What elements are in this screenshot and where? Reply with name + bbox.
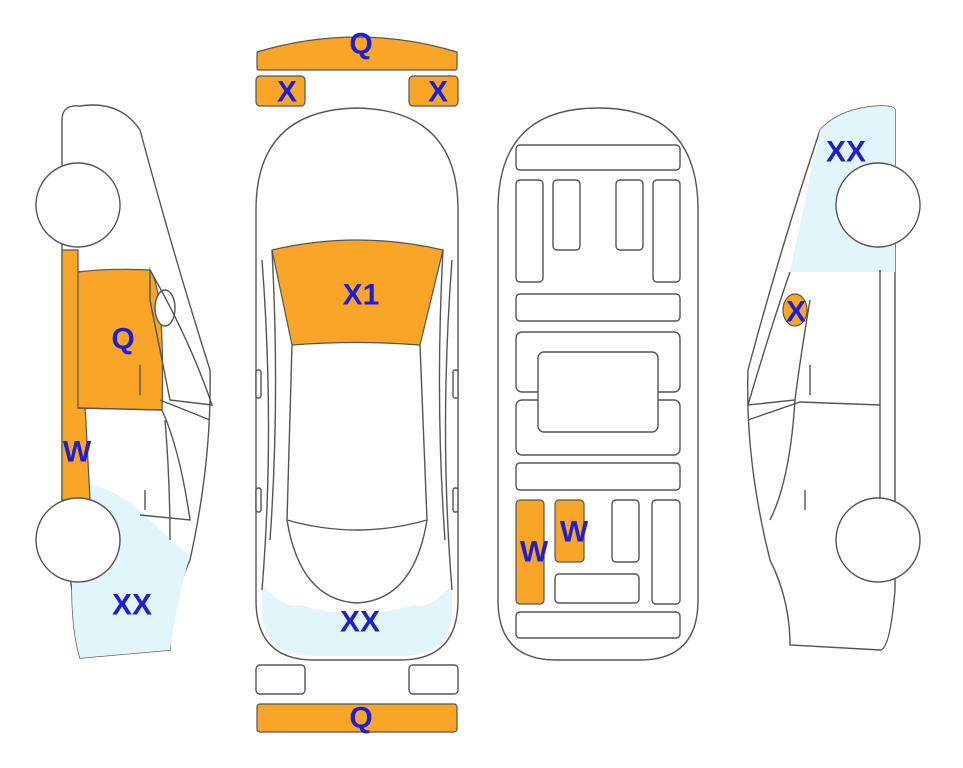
label-right-front-door-spot: X [786, 296, 806, 329]
label-rear-bumper: Q [349, 702, 372, 735]
label-left-rear-quarter: XX [112, 589, 152, 622]
label-front-bumper: Q [349, 28, 372, 61]
left-rear-wheel [35, 497, 121, 583]
rear-window-outline [286, 519, 428, 604]
front-left-light-zone[interactable] [255, 75, 306, 107]
floor-panel-1-zone[interactable] [515, 499, 545, 605]
right-rear-wheel [835, 162, 921, 248]
right-front-door-spot-zone[interactable] [782, 293, 808, 327]
right-front-wheel [835, 497, 921, 583]
rear-right-light[interactable] [408, 664, 459, 695]
label-front-right-light: X [428, 76, 448, 109]
label-front-left-light: X [277, 76, 297, 109]
left-body-line [261, 259, 270, 591]
top-view-car-body [255, 107, 459, 661]
label-left-sill: W [63, 436, 92, 469]
front-right-light-zone[interactable] [408, 75, 459, 107]
roof-outline [286, 344, 428, 531]
rear-top-zone[interactable] [262, 585, 452, 656]
label-rear-top: XX [340, 606, 380, 639]
right-mirror [452, 369, 459, 399]
label-floor-panel-1: W [520, 536, 549, 569]
rear-bumper-zone[interactable] [256, 703, 458, 733]
left-mirror [255, 369, 262, 399]
front-bumper-zone[interactable] [256, 36, 458, 71]
right-body-line [444, 259, 453, 591]
label-left-front-door: Q [111, 323, 134, 356]
floor-panel-2-zone[interactable] [554, 499, 585, 563]
rear-left-light[interactable] [255, 664, 306, 695]
left-mirror-side [154, 289, 176, 327]
label-right-rear-quarter: XX [826, 136, 866, 169]
label-floor-panel-2: W [560, 516, 589, 549]
left-front-wheel [35, 162, 121, 248]
label-windshield: X1 [343, 279, 380, 312]
